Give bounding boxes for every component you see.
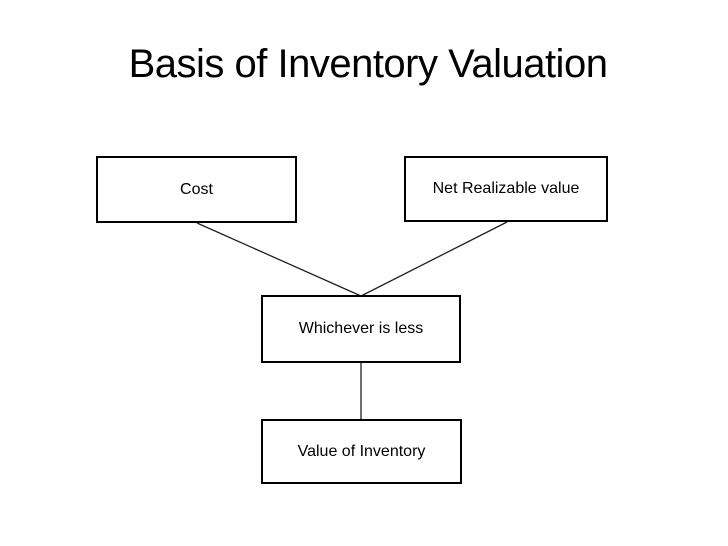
node-value-of-inventory-label: Value of Inventory (297, 442, 426, 460)
node-whichever-is-less: Whichever is less (261, 295, 461, 363)
node-net-realizable-value-label: Net Realizable value (432, 180, 580, 197)
node-cost-label: Cost (180, 180, 213, 198)
connector-cost-to-less (196, 222, 362, 297)
node-value-of-inventory: Value of Inventory (261, 419, 462, 484)
slide-title: Basis of Inventory Valuation (128, 42, 608, 86)
connector-nrv-to-less (360, 221, 508, 297)
node-whichever-is-less-label: Whichever is less (298, 320, 424, 337)
node-cost: Cost (96, 156, 297, 223)
node-net-realizable-value: Net Realizable value (404, 156, 608, 222)
